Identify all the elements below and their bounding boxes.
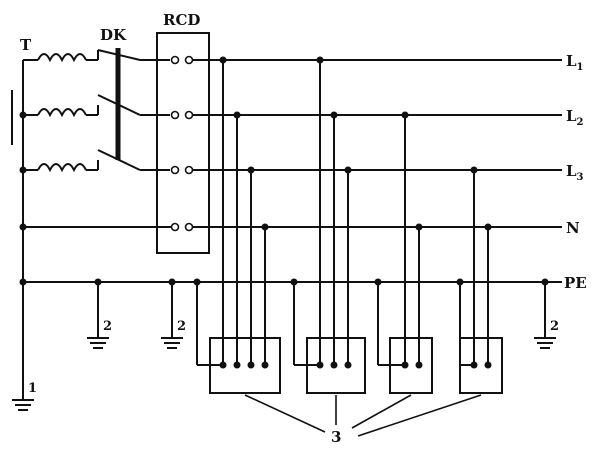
load-box-2	[290, 56, 366, 394]
breaker-label: DK	[100, 26, 127, 44]
load-box-4	[456, 166, 503, 394]
line-l3-label: L3	[566, 162, 584, 183]
rcd-box	[156, 32, 210, 254]
ground-repeat-a	[87, 278, 109, 349]
ground-repeat-c	[534, 282, 556, 349]
load-box-3	[374, 111, 433, 394]
load-box-1	[193, 56, 281, 394]
ground-repeat-a-label: 2	[103, 319, 112, 334]
transformer-label: T	[20, 36, 32, 54]
loads-label: 3	[331, 428, 341, 446]
transformer-windings	[11, 50, 99, 395]
bus-lines	[19, 59, 562, 286]
ground-repeat-c-label: 2	[550, 319, 559, 334]
breaker-dk	[97, 48, 170, 171]
ground-repeat-b-label: 2	[177, 319, 186, 334]
ground-repeat-b	[161, 278, 183, 349]
ground-source-label: 1	[28, 381, 37, 396]
rcd-label: RCD	[163, 11, 200, 29]
neutral-label: N	[566, 219, 580, 237]
pe-label: PE	[564, 274, 587, 292]
line-l1-label: L1	[566, 52, 584, 73]
ground-source	[12, 395, 34, 411]
line-l2-label: L2	[566, 107, 584, 128]
load-leader-lines	[244, 394, 482, 437]
